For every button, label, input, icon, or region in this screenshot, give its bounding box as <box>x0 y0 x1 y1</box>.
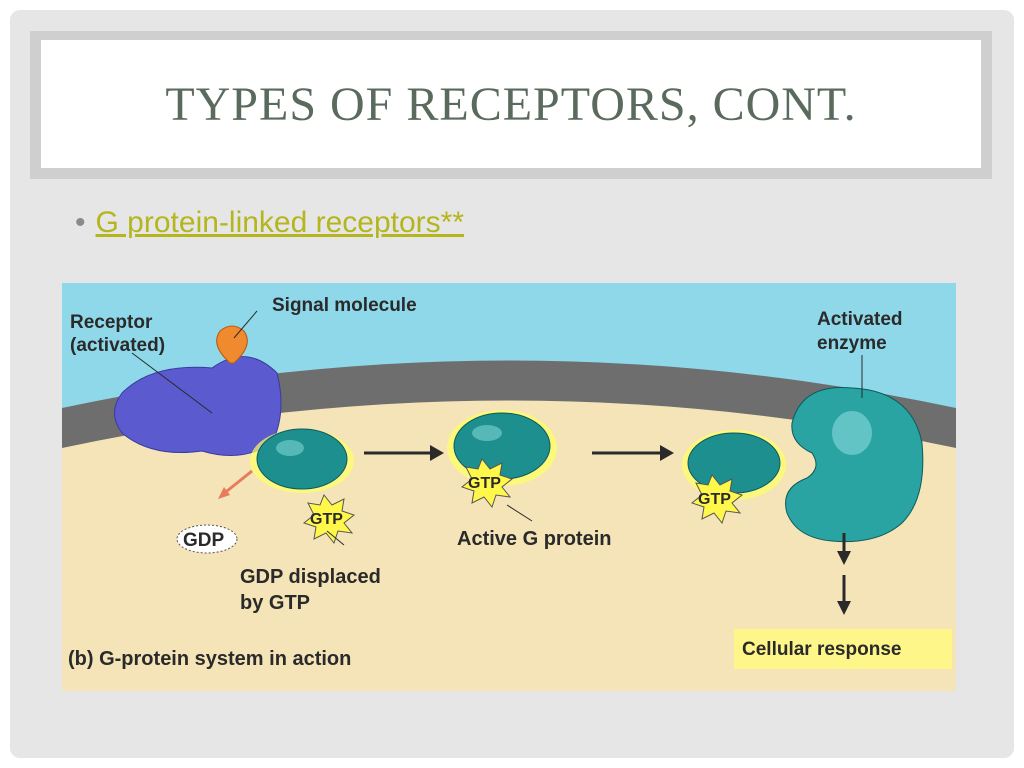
bullet-dot-icon: • <box>75 206 86 239</box>
title-area: Types of Receptors, cont. <box>41 40 981 168</box>
arrow-step-1-head <box>430 445 444 461</box>
response-arrow-1-head <box>837 551 851 565</box>
gtp-displace-leader-line <box>326 530 345 546</box>
gtp-star-1 <box>302 494 356 545</box>
g-protein-diagram: Receptor (activated) Signal molecule Act… <box>62 283 956 691</box>
g-protein-2-highlight <box>472 425 502 441</box>
gdp-oval <box>176 524 238 554</box>
receptor-state-label: (activated) <box>70 335 165 356</box>
slide-title: Types of Receptors, cont. <box>165 77 857 131</box>
receptor-label: Receptor <box>70 312 153 333</box>
gtp-star-2 <box>460 458 514 509</box>
diagram-svg: Receptor (activated) Signal molecule Act… <box>62 283 956 691</box>
by-gtp-label: by GTP <box>240 592 310 614</box>
g-protein-receptors-link[interactable]: G protein-linked receptors** <box>95 206 465 239</box>
activated-label: Activated <box>817 309 903 330</box>
active-g-leader-line <box>506 504 533 522</box>
g-protein-1-highlight <box>276 440 304 456</box>
figure-caption: (b) G-protein system in action <box>68 648 351 670</box>
g-protein-1 <box>256 428 348 490</box>
gtp-label-3: GTP <box>698 491 731 508</box>
signal-molecule-label: Signal molecule <box>272 295 417 316</box>
arrow-step-2-head <box>660 445 674 461</box>
cell-membrane <box>62 360 956 448</box>
enzyme-label: enzyme <box>817 333 887 354</box>
response-arrow-2-head <box>837 601 851 615</box>
active-g-protein-label: Active G protein <box>457 528 611 550</box>
enzyme-highlight <box>832 411 872 455</box>
signal-leader-line <box>233 310 258 339</box>
gtp-label-2: GTP <box>468 475 501 492</box>
activated-enzyme-shape <box>785 386 924 543</box>
gdp-label: GDP <box>183 530 225 551</box>
gdp-arrow-head <box>218 487 230 499</box>
gdp-displaced-label: GDP displaced <box>240 566 381 588</box>
gtp-label-1: GTP <box>310 511 343 528</box>
signal-molecule-shape <box>216 325 248 364</box>
bullet-item: • G protein-linked receptors** <box>75 206 464 240</box>
gtp-star-3 <box>690 474 744 525</box>
receptor-leader-line <box>131 352 213 414</box>
cellular-response-box <box>734 629 952 669</box>
cellular-response-label: Cellular response <box>742 639 901 660</box>
